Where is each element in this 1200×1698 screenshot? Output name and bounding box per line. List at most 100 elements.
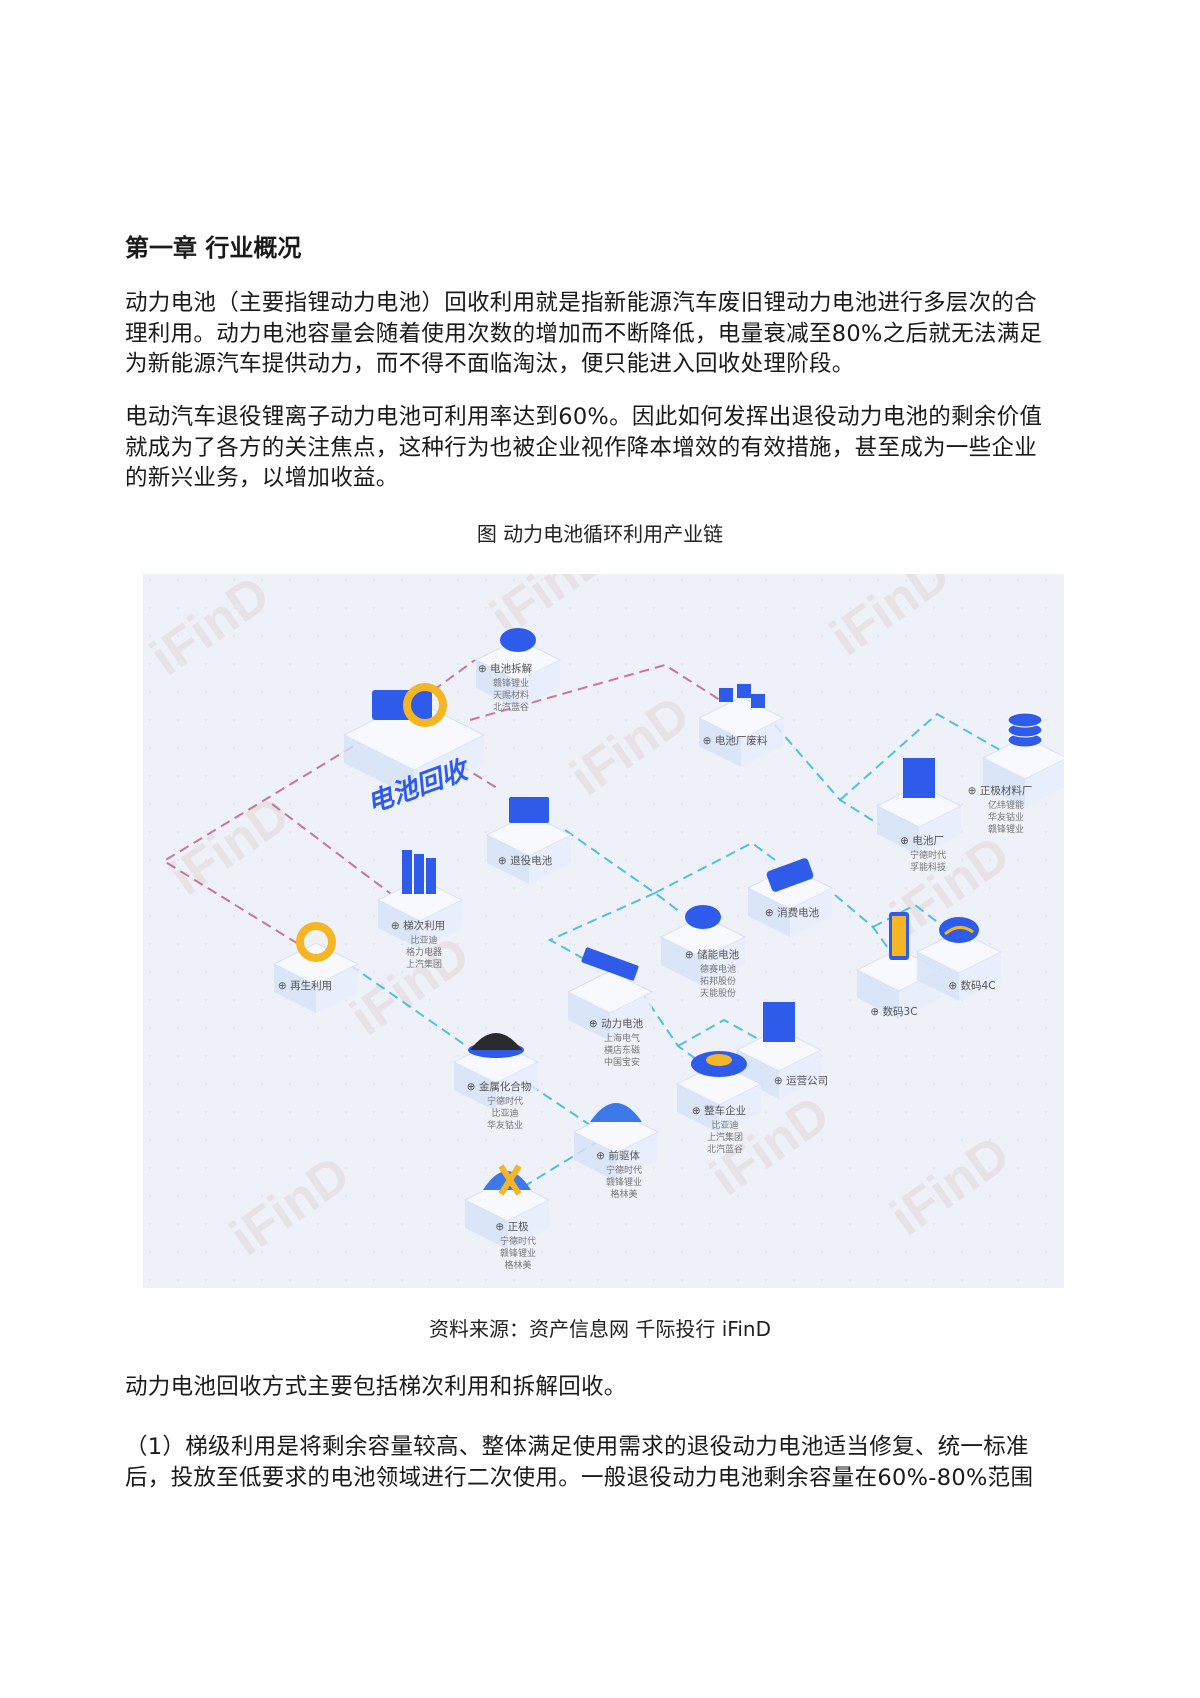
grid-dot [177, 663, 179, 665]
grid-dot [653, 887, 655, 889]
grid-dot [737, 999, 739, 1001]
grid-dot [317, 887, 319, 889]
recycle-icon [296, 922, 336, 962]
grid-dot [205, 1139, 207, 1141]
paragraph-2-line: 的新兴业务，以增加收益。 [125, 465, 399, 491]
node-companies: 宁德时代赣锋锂业格林美 [500, 1236, 536, 1272]
grid-dot [653, 663, 655, 665]
grid-dot [933, 1027, 935, 1029]
grid-dot [233, 887, 235, 889]
company-name: 宁德时代 [486, 1097, 524, 1107]
grid-dot [765, 971, 767, 973]
grid-dot [401, 1111, 403, 1113]
grid-dot [625, 1251, 627, 1253]
grid-dot [849, 803, 851, 805]
grid-dot [233, 691, 235, 693]
grid-dot [597, 775, 599, 777]
grid-dot [961, 747, 963, 749]
grid-dot [429, 635, 431, 637]
watermark: iFinD [143, 574, 280, 687]
company-name: 宁德时代 [499, 1237, 537, 1247]
grid-dot [1045, 859, 1047, 861]
grid-dot [457, 719, 459, 721]
node-17-platform-side [507, 1200, 549, 1249]
node-16-platform-side [616, 1132, 658, 1181]
grid-dot [541, 1027, 543, 1029]
grid-dot [821, 1223, 823, 1225]
grid-dot [737, 803, 739, 805]
grid-dot [457, 999, 459, 1001]
grid-dot [793, 803, 795, 805]
grid-dot [653, 1195, 655, 1197]
grid-dot [961, 1111, 963, 1113]
grid-dot [765, 579, 767, 581]
grid-dot [373, 607, 375, 609]
grid-dot [849, 999, 851, 1001]
car-window-icon [706, 1054, 732, 1066]
company-name: 比亚迪 [410, 936, 438, 946]
grid-dot [289, 887, 291, 889]
grid-dot [709, 607, 711, 609]
grid-dot [877, 887, 879, 889]
grid-dot [457, 943, 459, 945]
grid-dot [149, 831, 151, 833]
grid-dot [653, 999, 655, 1001]
paragraph-2-line: 就成为了各方的关注焦点，这种行为也被企业视作降本增效的有效措施，甚至成为一些企业 [125, 435, 1038, 461]
grid-dot [793, 579, 795, 581]
grid-dot [205, 999, 207, 1001]
paragraph-1-line: 理利用。动力电池容量会随着使用次数的增加而不断降低，电量衰减至80%之后就无法满… [125, 321, 1043, 347]
company-name: 宁德时代 [909, 851, 947, 861]
grid-dot [821, 803, 823, 805]
grid-dot [177, 1139, 179, 1141]
grid-dot [877, 1251, 879, 1253]
grid-dot [345, 775, 347, 777]
grid-dot [905, 719, 907, 721]
grid-dot [205, 747, 207, 749]
node-14-platform-side [719, 1084, 761, 1133]
grid-dot [653, 859, 655, 861]
grid-dot [933, 607, 935, 609]
grid-dot [233, 1139, 235, 1141]
grid-dot [793, 1251, 795, 1253]
grid-dot [989, 1279, 991, 1281]
grid-dot [345, 663, 347, 665]
grid-dot [149, 999, 151, 1001]
grid-dot [177, 943, 179, 945]
grid-dot [261, 971, 263, 973]
grid-dot [933, 719, 935, 721]
grid-dot [457, 803, 459, 805]
grid-dot [149, 607, 151, 609]
grid-dot [513, 1251, 515, 1253]
grid-dot [625, 663, 627, 665]
chapter-heading: 第一章 行业概况 [125, 234, 302, 262]
grid-dot [709, 775, 711, 777]
grid-dot [317, 1111, 319, 1113]
grid-dot [625, 1083, 627, 1085]
grid-dot [289, 1167, 291, 1169]
grid-dot [821, 607, 823, 609]
grid-dot [877, 691, 879, 693]
grid-dot [961, 663, 963, 665]
grid-dot [401, 831, 403, 833]
grid-dot [541, 915, 543, 917]
grid-dot [765, 1279, 767, 1281]
grid-dot [569, 1195, 571, 1197]
grid-dot [345, 999, 347, 1001]
grid-dot [373, 1279, 375, 1281]
grid-dot [261, 803, 263, 805]
grid-dot [401, 999, 403, 1001]
grid-dot [1017, 1027, 1019, 1029]
grid-dot [485, 999, 487, 1001]
grid-dot [681, 607, 683, 609]
grid-dot [1045, 1055, 1047, 1057]
grid-dot [373, 1167, 375, 1169]
company-name: 上汽集团 [706, 1133, 744, 1143]
grid-dot [149, 691, 151, 693]
grid-dot [877, 1167, 879, 1169]
database-icon [1007, 712, 1043, 728]
grid-dot [149, 859, 151, 861]
grid-dot [625, 887, 627, 889]
grid-dot [289, 747, 291, 749]
paragraph-4-line: （1）梯级利用是将剩余容量较高、整体满足使用需求的退役动力电池适当修复、统一标准 [125, 1434, 1029, 1460]
